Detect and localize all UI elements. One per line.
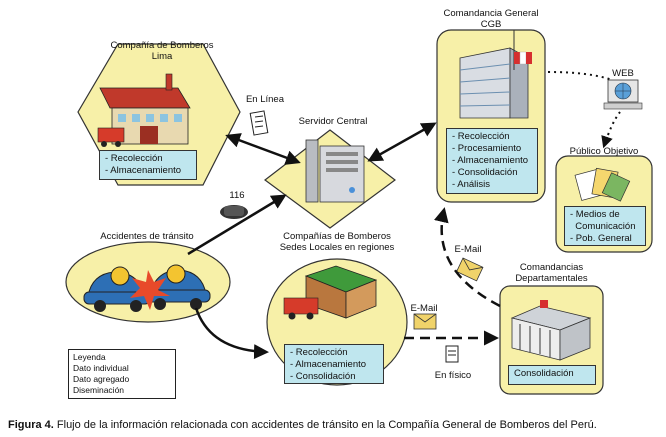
online-document-icon: [249, 110, 269, 136]
function-item: - Recolección: [105, 153, 163, 164]
physical-document-icon: [445, 345, 459, 363]
cgb-title: Comandancia General CGB: [443, 8, 539, 30]
web-label: WEB: [612, 68, 634, 79]
edge-servidor-cgb: [367, 122, 437, 162]
function-item: - Recolección: [290, 347, 348, 358]
legend-diseminacion: Diseminación: [73, 385, 125, 395]
companias-sedes-title: Compañías de Bomberos Sedes Locales en r…: [279, 231, 395, 253]
function-item: Comunicación: [570, 221, 636, 232]
en-fisico-label: En físico: [434, 370, 472, 381]
edge-cgb-web: [547, 71, 613, 81]
function-item: Consolidación: [514, 368, 574, 379]
function-item: - Medios de: [570, 209, 620, 220]
function-item: - Recolección: [452, 131, 510, 142]
bomberos-lima-functions: - Recolección - Almacenamiento: [99, 150, 197, 180]
email-envelope-icon-regions: [413, 313, 437, 330]
caption-text: Flujo de la información relacionada con …: [53, 419, 597, 431]
comandancias-dep-functions: Consolidación: [508, 365, 596, 385]
edge-accidentes-sedes: [194, 307, 269, 360]
headquarters-building-icon: [459, 30, 532, 119]
function-item: - Procesamiento: [452, 143, 522, 154]
comandancias-dep-title: Comandancias Departamentales: [515, 262, 588, 284]
figure-caption: Figura 4. Flujo de la información relaci…: [8, 419, 597, 431]
departmental-building-icon: [510, 300, 592, 361]
documents-icon: [574, 167, 631, 202]
edge-lima-servidor: [225, 133, 301, 165]
bomberos-lima-title: Compañía de Bomberos Lima: [110, 40, 214, 62]
edge-accidentes-servidor: [187, 194, 287, 256]
legend-title: Leyenda: [73, 352, 106, 362]
telephone-icon: [220, 205, 248, 219]
function-item: - Pob. General: [570, 233, 632, 244]
edge-web-publico: [601, 111, 621, 149]
legend-agregado: Dato agregado: [73, 374, 130, 384]
en-linea-label: En Línea: [245, 94, 285, 105]
accidentes-title: Accidentes de tránsito: [100, 231, 194, 242]
email-label-regions: E-Mail: [410, 303, 438, 314]
publico-title: Público Objetivo: [569, 146, 639, 157]
function-item: - Consolidación: [290, 371, 356, 382]
email-envelope-icon-cgb: [456, 257, 484, 282]
legend: Leyenda Dato individual Dato agregado Di…: [68, 349, 176, 399]
companias-sedes-functions: - Recolección - Almacenamiento - Consoli…: [284, 344, 384, 384]
publico-functions: - Medios de Comunicación - Pob. General: [564, 206, 646, 246]
caption-prefix: Figura 4.: [8, 419, 54, 431]
fire-station-icon: [97, 73, 191, 147]
edge-comandancias-cgb: [433, 207, 501, 308]
function-item: - Almacenamiento: [452, 155, 529, 166]
car-accident-icon: [83, 264, 211, 312]
phone-label: 116: [229, 190, 245, 201]
regional-fire-station-icon: [283, 265, 378, 320]
function-item: - Consolidación: [452, 167, 518, 178]
servidor-title: Servidor Central: [298, 116, 368, 127]
function-item: - Almacenamiento: [105, 165, 182, 176]
legend-individual: Dato individual: [73, 363, 129, 373]
server-icon: [305, 139, 365, 203]
email-label-cgb: E-Mail: [454, 244, 482, 255]
globe-computer-icon: [603, 79, 643, 110]
function-item: - Análisis: [452, 179, 491, 190]
cgb-functions: - Recolección - Procesamiento - Almacena…: [446, 128, 538, 194]
function-item: - Almacenamiento: [290, 359, 367, 370]
